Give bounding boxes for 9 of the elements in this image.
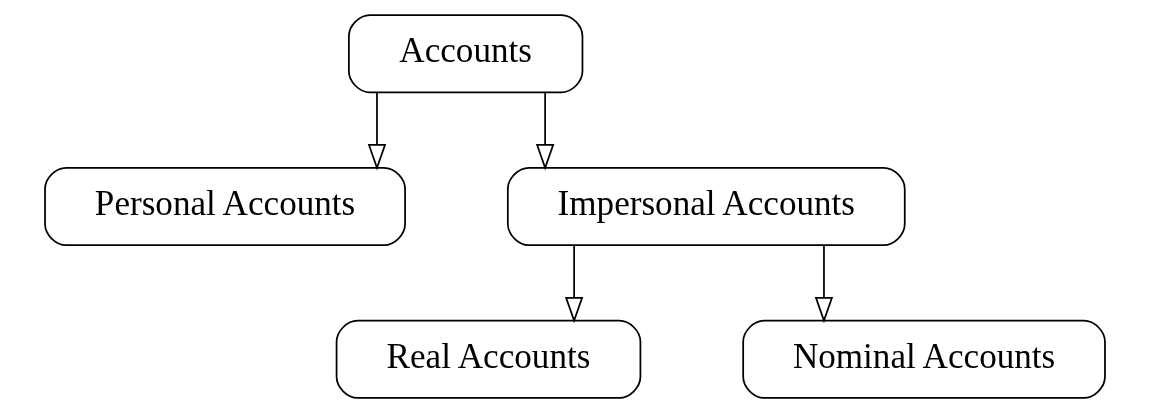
arrow	[367, 92, 386, 171]
node-box: Impersonal Accounts	[506, 167, 906, 246]
node-box: Personal Accounts	[43, 167, 406, 246]
arrow	[814, 244, 833, 324]
node-box: Nominal Accounts	[741, 319, 1106, 399]
arrow	[535, 92, 554, 171]
node-box: Accounts	[347, 14, 583, 94]
node-box: Real Accounts	[335, 319, 641, 399]
arrow	[564, 244, 583, 324]
